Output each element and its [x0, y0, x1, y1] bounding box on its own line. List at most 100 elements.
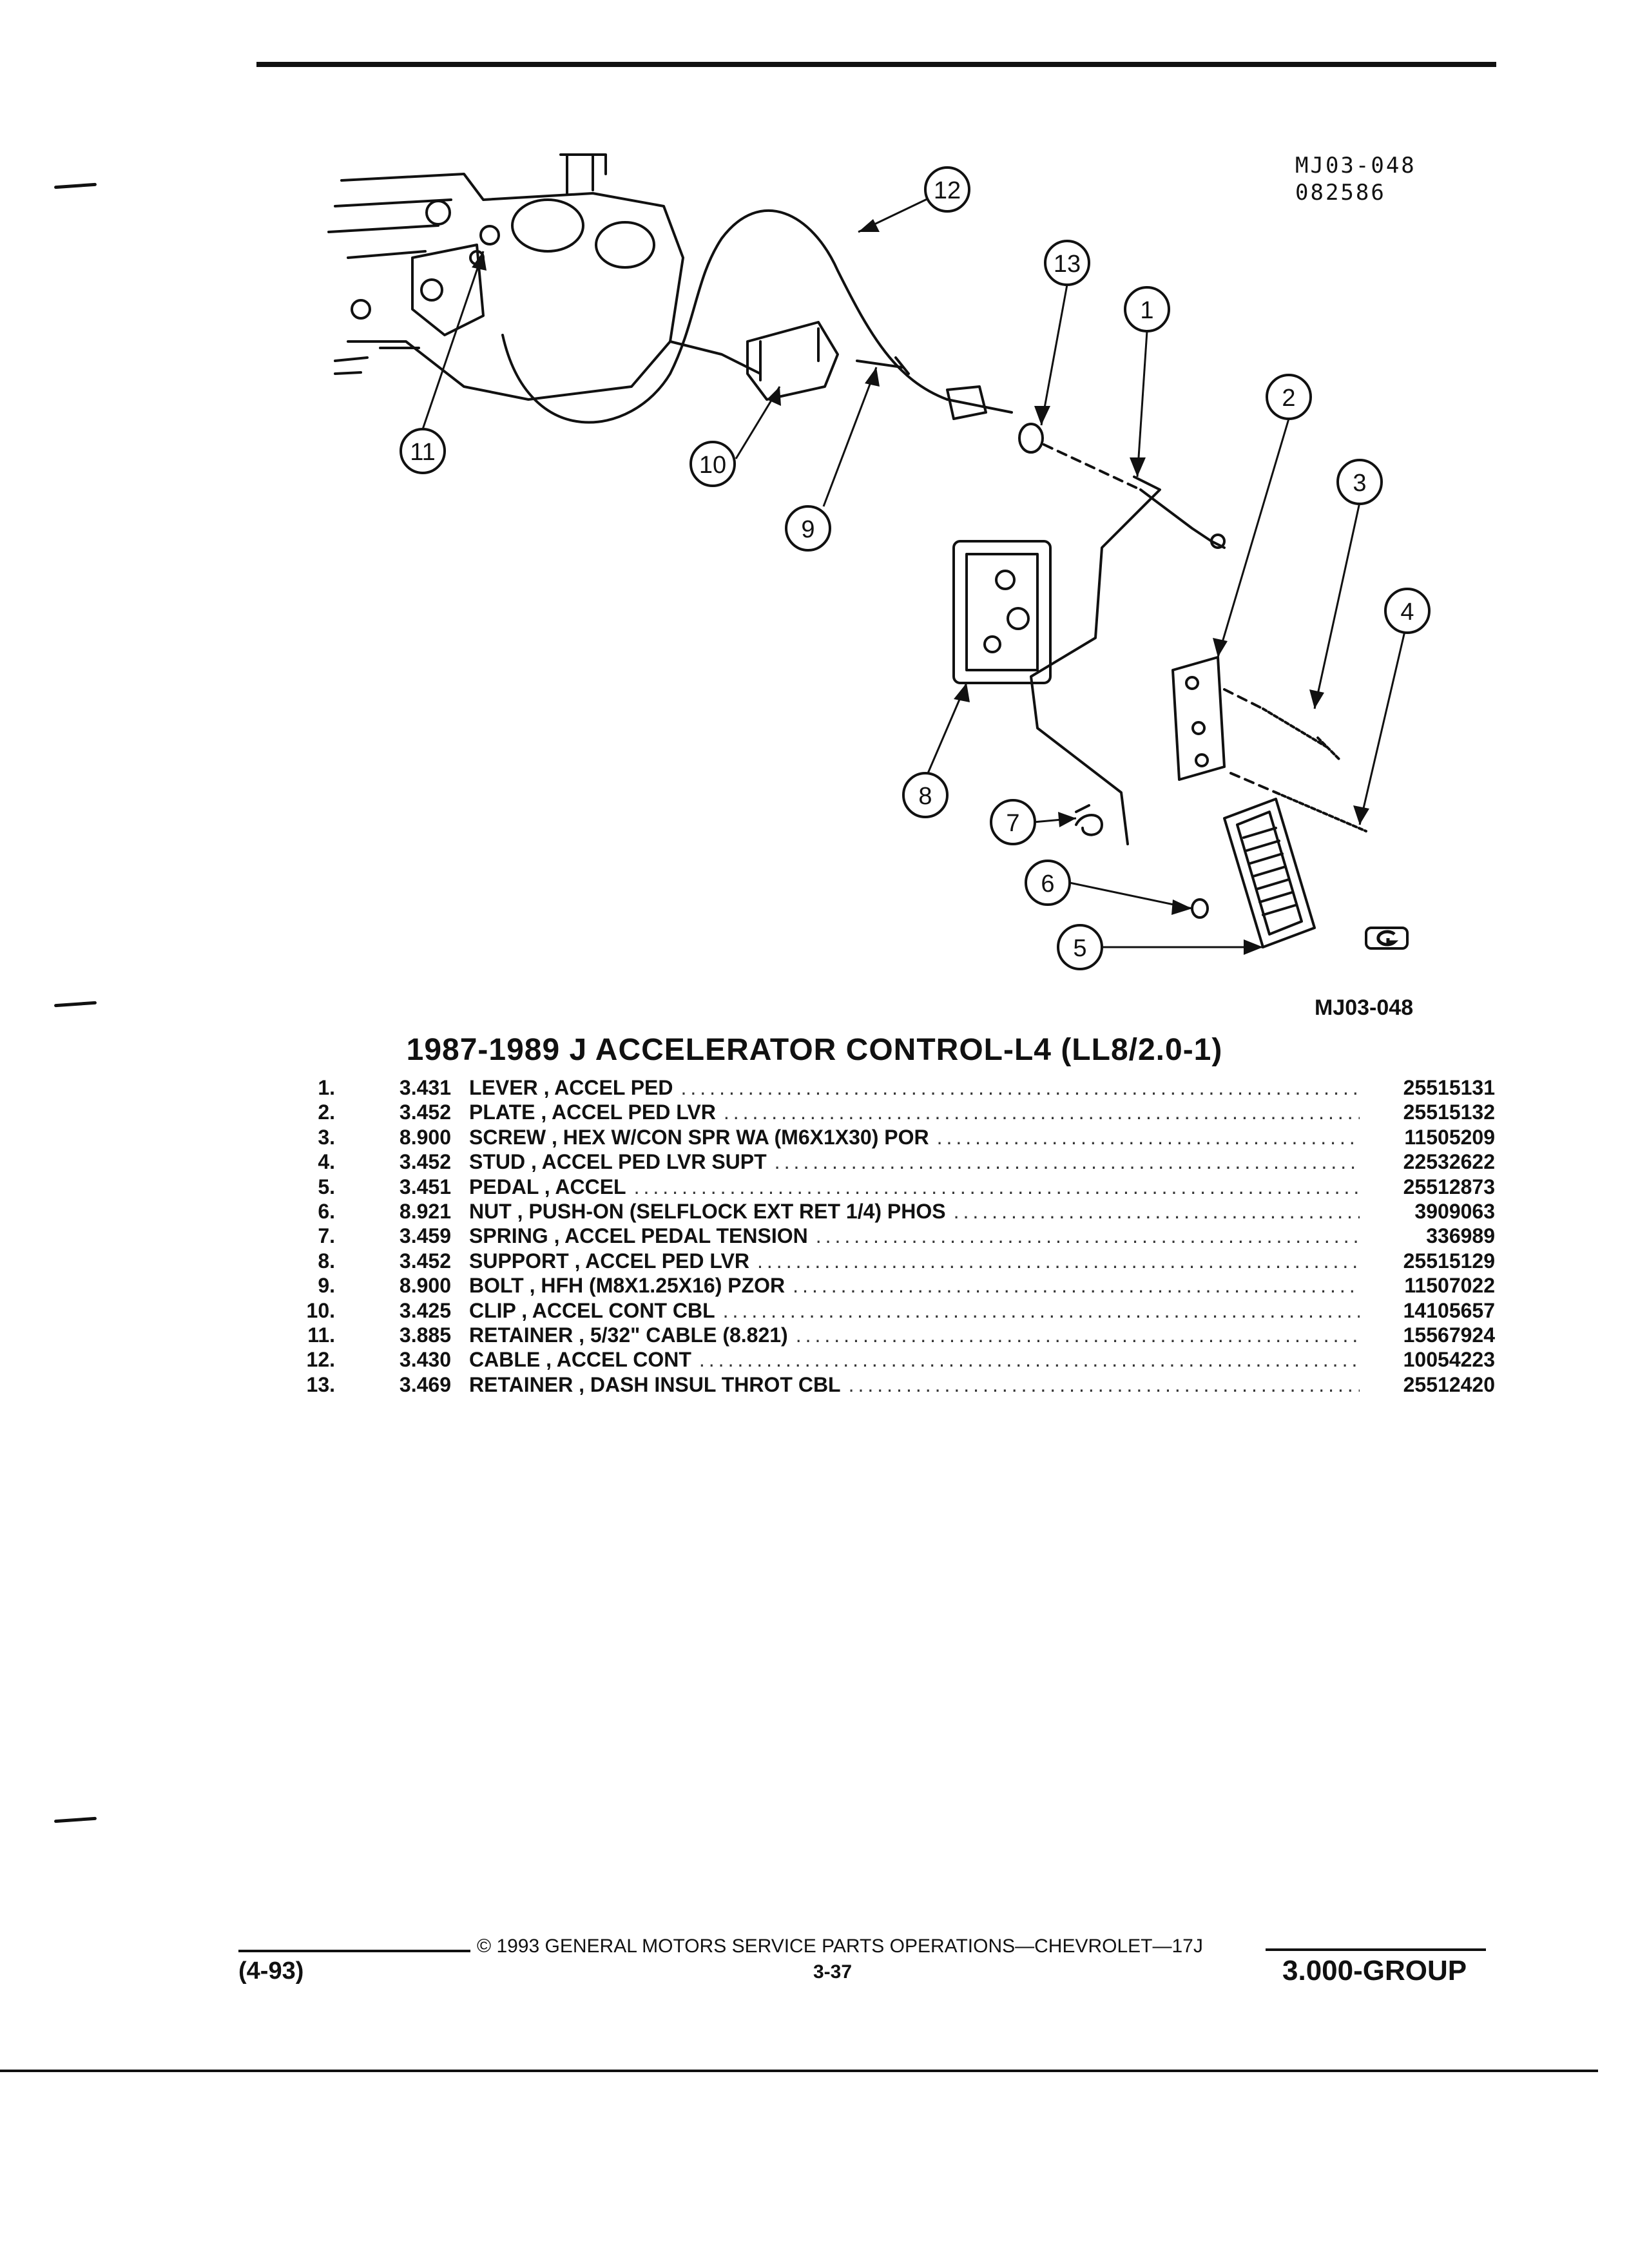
part-number: 25512873: [1403, 1175, 1495, 1198]
clip-bolt: [856, 356, 910, 375]
list-item: 1. 3.431 LEVER , ACCEL PED 25515131: [277, 1076, 1495, 1100]
list-item: 4. 3.452 STUD , ACCEL PED LVR SUPT 22532…: [277, 1150, 1495, 1175]
callout-4: 4: [1400, 599, 1414, 626]
item-number: 9.: [318, 1274, 335, 1298]
part-description: LEVER , ACCEL PED: [469, 1076, 673, 1099]
item-number: 1.: [318, 1076, 335, 1099]
figure-code-bottom: MJ03-048: [1315, 995, 1414, 1020]
part-number: 25515132: [1403, 1100, 1495, 1124]
group-number: 3.452: [399, 1150, 451, 1174]
group-number: 8.900: [399, 1125, 451, 1149]
item-number: 2.: [318, 1100, 335, 1124]
item-number: 11.: [307, 1323, 335, 1347]
list-item: 13. 3.469 RETAINER , DASH INSUL THROT CB…: [277, 1373, 1495, 1398]
section-title: 1987-1989 J ACCELERATOR CONTROL-L4 (LL8/…: [406, 1033, 1223, 1067]
footer-rule-left: [238, 1950, 470, 1952]
item-number: 8.: [318, 1249, 335, 1273]
part-number: 11507022: [1404, 1274, 1495, 1298]
leader-dots: [849, 1373, 1360, 1397]
page-number: 3-37: [813, 1961, 853, 1983]
revision-date: (4-93): [238, 1957, 304, 1984]
part-number: 3909063: [1414, 1199, 1495, 1223]
lever-screw: [1262, 707, 1342, 762]
copyright-notice: © 1993 GENERAL MOTORS SERVICE PARTS OPER…: [477, 1936, 1203, 1957]
callout-1: 1: [1140, 297, 1153, 324]
leader-dots: [775, 1150, 1360, 1174]
part-description: SCREW , HEX W/CON SPR WA (M6X1X30) POR: [469, 1125, 929, 1149]
part-description: SUPPORT , ACCEL PED LVR: [469, 1249, 750, 1273]
part-description: PEDAL , ACCEL: [469, 1175, 626, 1198]
engine-assembly: [327, 153, 762, 401]
part-description: SPRING , ACCEL PEDAL TENSION: [469, 1224, 808, 1248]
item-number: 10.: [306, 1298, 335, 1322]
item-number: 3.: [318, 1125, 335, 1149]
leader-dots: [937, 1126, 1360, 1149]
item-number: 4.: [318, 1150, 335, 1174]
part-number: 10054223: [1403, 1348, 1495, 1372]
callout-8: 8: [918, 783, 932, 810]
lever-stud: [1275, 791, 1367, 832]
leader-dots: [681, 1076, 1360, 1100]
item-number: 6.: [318, 1199, 335, 1223]
callout-9: 9: [801, 516, 815, 543]
callout-7: 7: [1006, 810, 1019, 837]
lever-plate: [1171, 656, 1226, 781]
callout-5: 5: [1073, 935, 1086, 962]
figure-date: 082586: [1295, 180, 1386, 206]
part-number: 25515131: [1403, 1076, 1495, 1099]
part-description: RETAINER , DASH INSUL THROT CBL: [469, 1372, 841, 1396]
callout-11: 11: [410, 439, 435, 466]
group-number: 8.921: [399, 1199, 451, 1223]
group-number: 3.452: [399, 1249, 451, 1273]
bottom-rule: [0, 2070, 1598, 2072]
gm-logo-icon: [1365, 927, 1409, 950]
group-number: 3.425: [399, 1298, 451, 1322]
group-label: 3.000-GROUP: [1282, 1955, 1467, 1986]
top-rule: [256, 62, 1496, 67]
part-description: BOLT , HFH (M8X1.25X16) PZOR: [469, 1274, 786, 1298]
item-number: 5.: [318, 1175, 335, 1198]
list-item: 6. 8.921 NUT , PUSH-ON (SELFLOCK EXT RET…: [277, 1200, 1495, 1224]
group-number: 3.451: [399, 1175, 451, 1198]
callout-12: 12: [934, 177, 961, 204]
group-number: 3.885: [399, 1323, 451, 1347]
list-item: 12. 3.430 CABLE , ACCEL CONT 10054223: [277, 1348, 1495, 1372]
part-number: 25512420: [1403, 1372, 1495, 1396]
part-number: 336989: [1426, 1224, 1495, 1248]
callout-3: 3: [1353, 470, 1366, 497]
list-item: 8. 3.452 SUPPORT , ACCEL PED LVR 2551512…: [277, 1249, 1495, 1274]
part-description: PLATE , ACCEL PED LVR: [469, 1100, 716, 1124]
group-number: 3.469: [399, 1372, 451, 1396]
part-number: 22532622: [1403, 1150, 1495, 1174]
group-number: 3.430: [399, 1348, 451, 1372]
accel-lever: [1030, 476, 1226, 845]
list-item: 11. 3.885 RETAINER , 5/32" CABLE (8.821)…: [277, 1323, 1495, 1348]
callout-2: 2: [1282, 385, 1295, 412]
list-item: 5. 3.451 PEDAL , ACCEL 25512873: [277, 1175, 1495, 1200]
part-number: 14105657: [1403, 1298, 1495, 1322]
callout-10: 10: [699, 452, 726, 479]
list-item: 3. 8.900 SCREW , HEX W/CON SPR WA (M6X1X…: [277, 1126, 1495, 1150]
part-number: 15567924: [1403, 1323, 1495, 1347]
figure-code: MJ03-048: [1295, 153, 1416, 178]
leader-dots: [793, 1274, 1360, 1298]
callout-6: 6: [1041, 870, 1054, 898]
list-item: 9. 8.900 BOLT , HFH (M8X1.25X16) PZOR 11…: [277, 1274, 1495, 1298]
part-description: RETAINER , 5/32" CABLE (8.821): [469, 1323, 788, 1347]
group-number: 3.431: [399, 1076, 451, 1099]
group-number: 3.452: [399, 1100, 451, 1124]
pedal-spring: [1075, 804, 1103, 836]
list-item: 7. 3.459 SPRING , ACCEL PEDAL TENSION 33…: [277, 1224, 1495, 1249]
margin-mark: [53, 1001, 97, 1008]
figure-code-block: MJ03-048 082586: [1295, 152, 1416, 206]
part-number: 25515129: [1403, 1249, 1495, 1273]
part-description: CLIP , ACCEL CONT CBL: [469, 1298, 715, 1322]
group-number: 3.459: [399, 1224, 451, 1248]
leader-dots: [724, 1100, 1360, 1124]
list-item: 10. 3.425 CLIP , ACCEL CONT CBL 14105657: [277, 1299, 1495, 1323]
dash-retainer: [1018, 423, 1044, 454]
parts-list: 1. 3.431 LEVER , ACCEL PED 25515131 2. 3…: [277, 1076, 1495, 1398]
accel-pedal: [1223, 798, 1316, 948]
accel-cable: [501, 209, 949, 424]
part-description: CABLE , ACCEL CONT: [469, 1348, 691, 1372]
